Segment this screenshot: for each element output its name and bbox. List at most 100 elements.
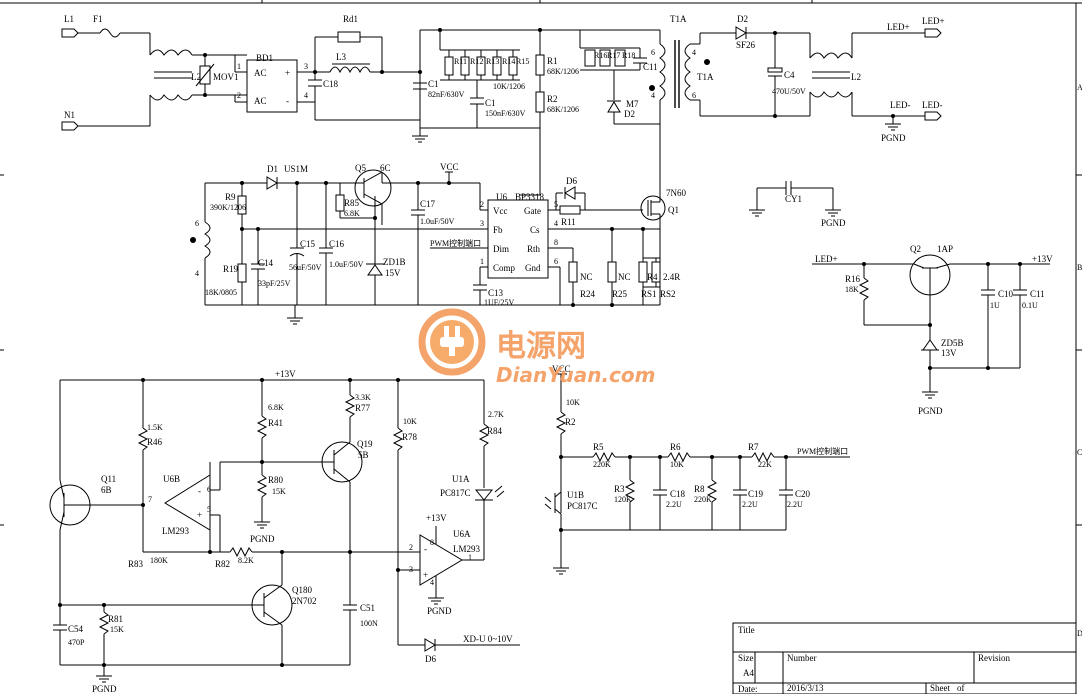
net-ledp-label: LED+ <box>887 22 910 32</box>
r24-label: R24 <box>580 289 596 299</box>
size-label: Size <box>738 653 754 663</box>
t1a-sec-pin4: 4 <box>692 48 696 57</box>
output-stage: D2 SF26 C4 470U/50V L2 LED+ LED- LED+ LE… <box>700 14 945 143</box>
u6-pwm-net: PWM控制端口 <box>430 238 481 248</box>
t1a-sec-label: T1A <box>697 72 714 82</box>
u6-pin-rth: Rth <box>527 244 541 254</box>
c14-value: 33pF/25V <box>258 279 291 288</box>
u6-pin-gnd: Gnd <box>525 263 541 273</box>
u6-pin-num-6: 6 <box>554 257 558 266</box>
pgnd-reg-label: PGND <box>918 406 943 416</box>
revision-label: Revision <box>978 653 1011 663</box>
connector-ledp: LED+ <box>922 16 945 26</box>
r11b-label: R11 <box>561 217 576 227</box>
u1a-part: PC817C <box>440 488 471 498</box>
r8-value: 220K <box>694 495 712 504</box>
net-n1: N1 <box>64 110 75 120</box>
u6-pin-num-4: 4 <box>554 219 558 228</box>
r77-label: R77 <box>355 403 371 413</box>
c13-label: C13 <box>488 288 504 298</box>
bd1-ac2: AC <box>254 96 267 106</box>
t1a-pin4: 4 <box>651 91 655 100</box>
c19-value: 2.2U <box>742 500 758 509</box>
c13-value: 1UF/25V <box>484 298 514 307</box>
u6b-pin6: 6 <box>207 485 211 494</box>
r41-label: R41 <box>268 418 283 428</box>
c51-value: 100N <box>360 619 378 628</box>
r84-label: R84 <box>487 426 503 436</box>
u6b-plus: + <box>197 510 202 520</box>
pgnd-bottom-label: PGND <box>92 684 117 694</box>
r6-value: 10K <box>670 460 684 469</box>
u6-part: BP3318 <box>515 192 545 202</box>
r41-value: 6.8K <box>268 403 284 412</box>
r15-label: R15 <box>516 57 529 66</box>
r82-value: 8.2K <box>238 556 254 565</box>
u6-pin-comp: Comp <box>493 263 516 273</box>
u6-pin-fb: Fb <box>493 225 503 235</box>
pgnd-u6a-label: PGND <box>427 606 452 616</box>
r2-label: R2 <box>547 94 558 104</box>
t1a-top-label: T1A <box>670 14 687 24</box>
r16-label: R16 <box>594 51 607 60</box>
d1-us1m: US1M <box>284 164 308 174</box>
c54-value: 470P <box>68 638 85 647</box>
bd1-minus: - <box>286 96 289 106</box>
r24-nc: NC <box>580 272 593 282</box>
r17-label: R17 <box>607 51 620 60</box>
ic-u6-bp3318: U6 BP3318 Vcc Gate Fb Cs Dim Rth Comp Gn… <box>430 176 686 307</box>
u6-pin-num-3: 3 <box>480 219 484 228</box>
u6a-pin4: 4 <box>430 578 434 587</box>
u6-pin-gate: Gate <box>524 206 541 216</box>
aux-pin6: 6 <box>195 219 199 228</box>
u6-pin-num-1: 1 <box>480 257 484 266</box>
r3-label: R3 <box>614 484 625 494</box>
net-vcc2-label: VCC <box>552 364 571 374</box>
c19-label: C19 <box>748 489 764 499</box>
c11-label: C11 <box>643 62 658 72</box>
r1-label: R1 <box>547 56 558 66</box>
net-ledp-in: LED+ <box>815 254 838 264</box>
bd1-label: BD1 <box>256 53 273 63</box>
watermark-brand-cn: 电源网 <box>496 329 586 364</box>
r83-label: R83 <box>128 559 144 569</box>
rs1-label: RS1 <box>641 289 657 299</box>
c17-label: C17 <box>420 199 436 209</box>
c10-value: 1U <box>990 301 1000 310</box>
r25-label: R25 <box>612 289 628 299</box>
zd1b-label: ZD1B <box>383 257 406 267</box>
d6a-label: D6 <box>566 176 577 186</box>
r80-label: R80 <box>268 475 284 485</box>
u6b-part: LM293 <box>162 526 190 536</box>
c11b-value: 0.1U <box>1022 301 1038 310</box>
bd1-pin2: 2 <box>237 91 241 100</box>
y-cap-cy1: CY1 PGND <box>749 181 846 228</box>
c16-value: 1.0uF/50V <box>329 260 364 269</box>
net-13v-reg: +13V <box>1032 254 1053 264</box>
q180-part: 2N702 <box>292 596 317 606</box>
row-letter-c: C <box>1077 448 1082 457</box>
r16b-label: R16 <box>845 274 861 284</box>
u6a-part: LM293 <box>453 544 481 554</box>
q19-label: Q19 <box>357 439 373 449</box>
u6b-pin7: 7 <box>148 495 152 504</box>
title-block: Title Size A4 Number Revision Date: 2016… <box>732 622 1077 694</box>
pgnd-cy1-label: PGND <box>821 218 846 228</box>
bd1-pin1: 1 <box>237 62 241 71</box>
r85-label: R85 <box>344 198 360 208</box>
r7-label: R7 <box>748 442 759 452</box>
c10-label: C10 <box>998 289 1014 299</box>
rd1-label: Rd1 <box>343 14 358 24</box>
c20-label: C20 <box>795 489 811 499</box>
r25-nc: NC <box>618 272 631 282</box>
u6-pin-vcc: Vcc <box>493 206 508 216</box>
r11-label: R11 <box>454 57 467 66</box>
q5-type: 6C <box>380 163 391 173</box>
d2-label: D2 <box>737 14 748 24</box>
r78-label: R78 <box>402 432 418 442</box>
c16-label: C16 <box>329 239 345 249</box>
u6a-pin2: 2 <box>409 543 413 552</box>
size-value: A4 <box>743 668 754 678</box>
r13-label: R13 <box>486 57 499 66</box>
c18b-value: 2.2U <box>666 500 682 509</box>
